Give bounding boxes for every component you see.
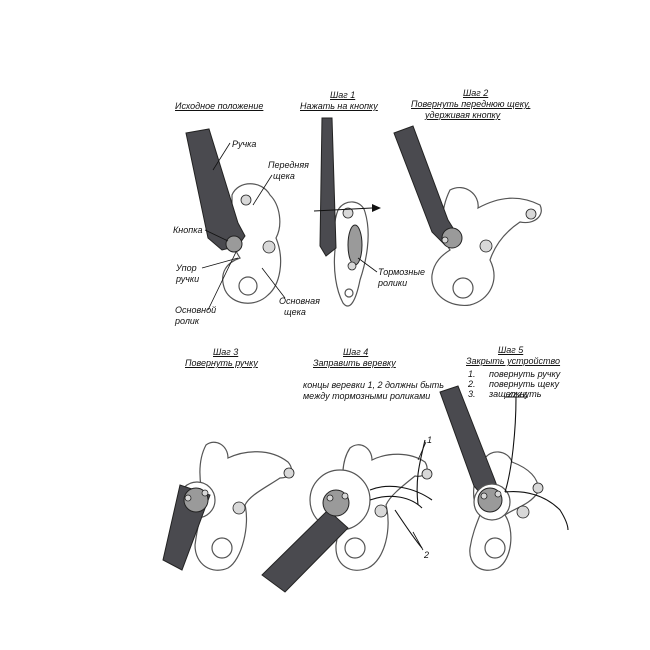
step5-hole — [484, 537, 506, 559]
main-roller-leader — [207, 251, 237, 311]
label-front-cheek-2: щека — [273, 171, 295, 181]
step3-title: Шаг 3 — [213, 347, 239, 357]
step3-latch-bolt — [283, 467, 295, 479]
step4-handle — [261, 509, 349, 593]
step5-pin-1 — [480, 492, 488, 500]
label-handle-stop-1: Упор — [176, 263, 197, 273]
step2-handle — [393, 125, 459, 246]
device-step1 — [313, 117, 381, 307]
step1-push-arrow-head — [372, 204, 381, 212]
rope-end-2-label: 2 — [424, 550, 430, 560]
step4-rope-end-1 — [369, 485, 433, 501]
step5-item-2-text: повернуть щеку — [489, 379, 560, 389]
step2-pivot — [479, 239, 493, 253]
label-handle-stop-2: ручки — [176, 274, 200, 284]
step1-handle — [319, 117, 337, 257]
step5-item-3-num: 3. — [468, 389, 476, 399]
device-step4 — [261, 439, 433, 593]
step4-subtitle: Заправить веревку — [313, 358, 396, 368]
step2-pin — [441, 236, 449, 244]
step5-pivot — [516, 505, 530, 519]
step5-item-1-text: повернуть ручку — [489, 369, 561, 379]
button-pin — [240, 194, 252, 206]
main-cheek-leader — [261, 267, 286, 299]
step1-button — [342, 207, 354, 219]
label-main-cheek-2: щека — [284, 307, 306, 317]
label-main-cheek-1: Основная — [279, 296, 320, 306]
step2-main-roller — [441, 227, 463, 249]
cheek-hole — [238, 276, 258, 296]
label-button: Кнопка — [173, 225, 203, 235]
step3-hole — [211, 537, 233, 559]
step4-title: Шаг 4 — [343, 347, 369, 357]
front-cheek-leader — [252, 174, 273, 206]
step5-handle — [439, 385, 501, 501]
step4-note-line1: концы веревки 1, 2 должны быть — [303, 380, 444, 390]
step3-pin-2 — [201, 489, 209, 497]
step3-subtitle: Повернуть ручку — [185, 358, 258, 368]
step4-rope-2-tail — [394, 509, 423, 549]
step2-subtitle-line1: Повернуть переднюю щеку, — [411, 99, 531, 109]
rope-2-leader — [412, 531, 424, 551]
step2-latch-bolt — [525, 208, 537, 220]
step4-note-line2: между тормозными роликами — [303, 391, 431, 401]
brake-rollers-leader — [357, 257, 378, 273]
step4-pin-1 — [326, 494, 334, 502]
step4-pin-2 — [341, 492, 349, 500]
step1-hole — [344, 288, 354, 298]
device-step3 — [162, 441, 295, 571]
handle-leader — [212, 142, 231, 171]
label-front-cheek-1: Передняя — [268, 160, 309, 170]
device-initial — [185, 128, 286, 311]
main-roller — [225, 235, 243, 253]
step4-pivot — [374, 504, 388, 518]
step1-title: Шаг 1 — [330, 90, 356, 100]
step1-lower-bolt — [347, 261, 357, 271]
label-main-roller-1: Основной — [175, 305, 217, 315]
label-brake-rollers-1: Тормозные — [378, 267, 425, 277]
step5-pin-2 — [494, 490, 502, 498]
step4-hole — [344, 537, 366, 559]
step3-pivot — [232, 501, 246, 515]
step5-latch-bolt — [532, 482, 544, 494]
label-handle: Ручка — [232, 139, 257, 149]
step1-push-arrow-line — [313, 207, 373, 212]
label-brake-rollers-2: ролики — [378, 278, 408, 288]
step1-subtitle: Нажать на кнопку — [300, 101, 378, 111]
step5-anchor-hatch — [507, 391, 528, 398]
step5-item-2-num: 2. — [468, 379, 476, 389]
step5-rope-down — [504, 491, 569, 531]
step2-subtitle-line2: удерживая кнопку — [425, 110, 501, 120]
step4-rope-end-2 — [369, 495, 423, 509]
device-step5 — [439, 385, 569, 571]
button-leader — [204, 229, 229, 242]
device-step2 — [393, 125, 542, 307]
step2-hole — [452, 277, 474, 299]
step5-subtitle: Закрыть устройство — [466, 356, 561, 366]
label-main-roller-2: ролик — [175, 316, 200, 326]
rope-1-leader — [417, 441, 427, 461]
step2-title: Шаг 2 — [463, 88, 489, 98]
step4-latch-bolt — [421, 468, 433, 480]
pivot-bolt — [262, 240, 276, 254]
step4-rope-1-tail — [416, 439, 426, 506]
step3-pin-1 — [184, 494, 192, 502]
step5-rope-up — [504, 396, 517, 493]
step5-title: Шаг 5 — [498, 345, 524, 355]
step5-item-1-num: 1. — [468, 369, 476, 379]
initial-title: Исходное положение — [175, 101, 264, 111]
rope-end-1-label: 1 — [427, 435, 433, 445]
